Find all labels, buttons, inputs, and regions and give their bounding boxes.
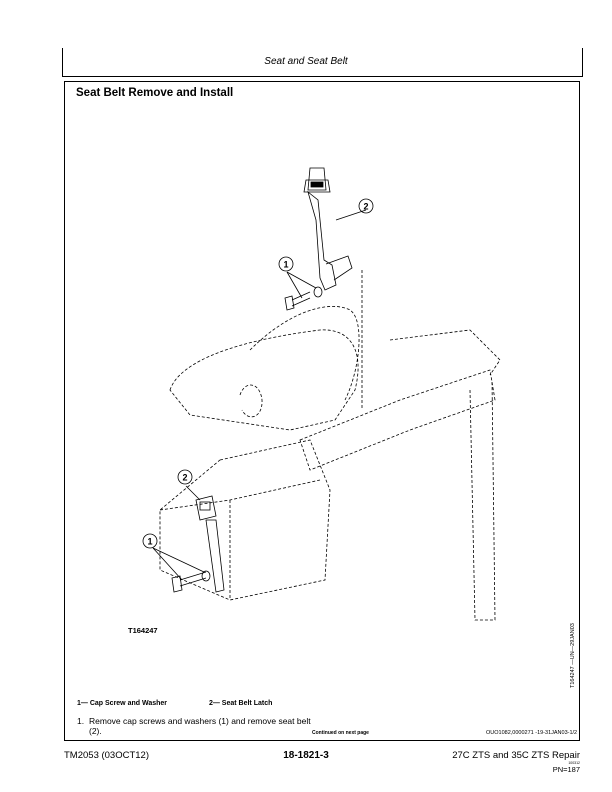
footer-page-number: 18-1821-3 xyxy=(283,750,329,761)
footer-date-code: 100312 xyxy=(568,761,580,765)
callout-1-upper: 1 xyxy=(283,260,288,270)
callout-2-lower: 2 xyxy=(182,473,187,483)
step-number: 1. xyxy=(77,716,85,726)
lower-seat-belt-latch xyxy=(195,495,225,593)
footer-pn: PN=187 xyxy=(552,765,580,774)
callout-2-upper: 2 xyxy=(363,202,368,212)
upper-seat-belt xyxy=(303,167,353,291)
document-reference: OUO1082,0000271 -19-31JAN03-1/2 xyxy=(486,730,578,736)
header-rule-right xyxy=(582,48,583,76)
footer-manual-id: TM2053 (03OCT12) xyxy=(64,750,150,761)
seat-belt-illustration: 2 1 2 1 xyxy=(142,167,501,621)
figure-legend: 1— Cap Screw and Washer 2— Seat Belt Lat… xyxy=(77,700,312,707)
header-rule-left xyxy=(62,48,63,76)
lower-cap-screw xyxy=(171,570,211,593)
section-title: Seat Belt Remove and Install xyxy=(76,87,234,99)
legend-item-2: 2— Seat Belt Latch xyxy=(208,700,273,707)
seat-frame xyxy=(159,270,501,621)
header-rule xyxy=(62,76,583,77)
step-1: 1. Remove cap screws and washers (1) and… xyxy=(77,716,317,736)
seat xyxy=(169,306,360,431)
figure-side-reference: T164247 —UN—29JAN03 xyxy=(570,623,576,688)
continued-note: Continued on next page xyxy=(312,730,369,736)
callout-1-lower: 1 xyxy=(147,537,152,547)
figure-id: T164247 xyxy=(128,626,158,635)
footer-manual-title: 27C ZTS and 35C ZTS Repair xyxy=(452,750,580,761)
content-frame xyxy=(64,81,580,741)
legend-item-1: 1— Cap Screw and Washer xyxy=(77,700,167,707)
upper-cap-screw xyxy=(284,286,323,311)
header-title: Seat and Seat Belt xyxy=(264,56,348,67)
step-text: Remove cap screws and washers (1) and re… xyxy=(89,716,311,736)
